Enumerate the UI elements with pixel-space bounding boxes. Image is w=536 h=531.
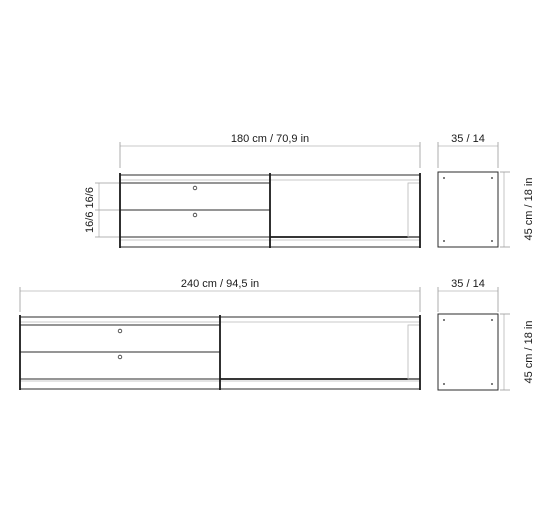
bottom-height-label: 45 cm / 18 in [523, 321, 535, 384]
bottom-depth-label: 35 / 14 [451, 278, 485, 290]
bottom-front-view [19, 315, 421, 390]
bottom-drawer-1-knob [117, 328, 123, 334]
top-drawer-height-label: 16/6 16/6 [84, 187, 96, 233]
top-width-dimension: 180 cm / 70,9 in [119, 133, 421, 168]
bottom-drawer-2-knob [117, 354, 123, 360]
top-drawer-2-knob [192, 212, 198, 218]
bottom-side-view: 35 / 14 [437, 278, 499, 391]
top-height-dimension: 45 cm / 18 in [500, 171, 535, 248]
top-front-view [119, 173, 421, 248]
bottom-width-label: 240 cm / 94,5 in [181, 278, 259, 290]
bottom-side-panel [437, 313, 499, 391]
bottom-height-dimension: 45 cm / 18 in [500, 313, 535, 391]
top-drawer-1-knob [192, 185, 198, 191]
bottom-width-dimension: 240 cm / 94,5 in [19, 278, 421, 312]
top-unit: 180 cm / 70,9 in 16/6 16/6 [84, 133, 535, 248]
top-height-label: 45 cm / 18 in [523, 178, 535, 241]
top-width-label: 180 cm / 70,9 in [231, 133, 309, 145]
top-side-panel [437, 171, 499, 248]
top-depth-label: 35 / 14 [451, 133, 485, 145]
bottom-unit: 240 cm / 94,5 in 35 / 14 [19, 278, 535, 391]
top-drawer-height-dimension: 16/6 16/6 [84, 182, 119, 238]
top-side-view: 35 / 14 [437, 133, 499, 248]
